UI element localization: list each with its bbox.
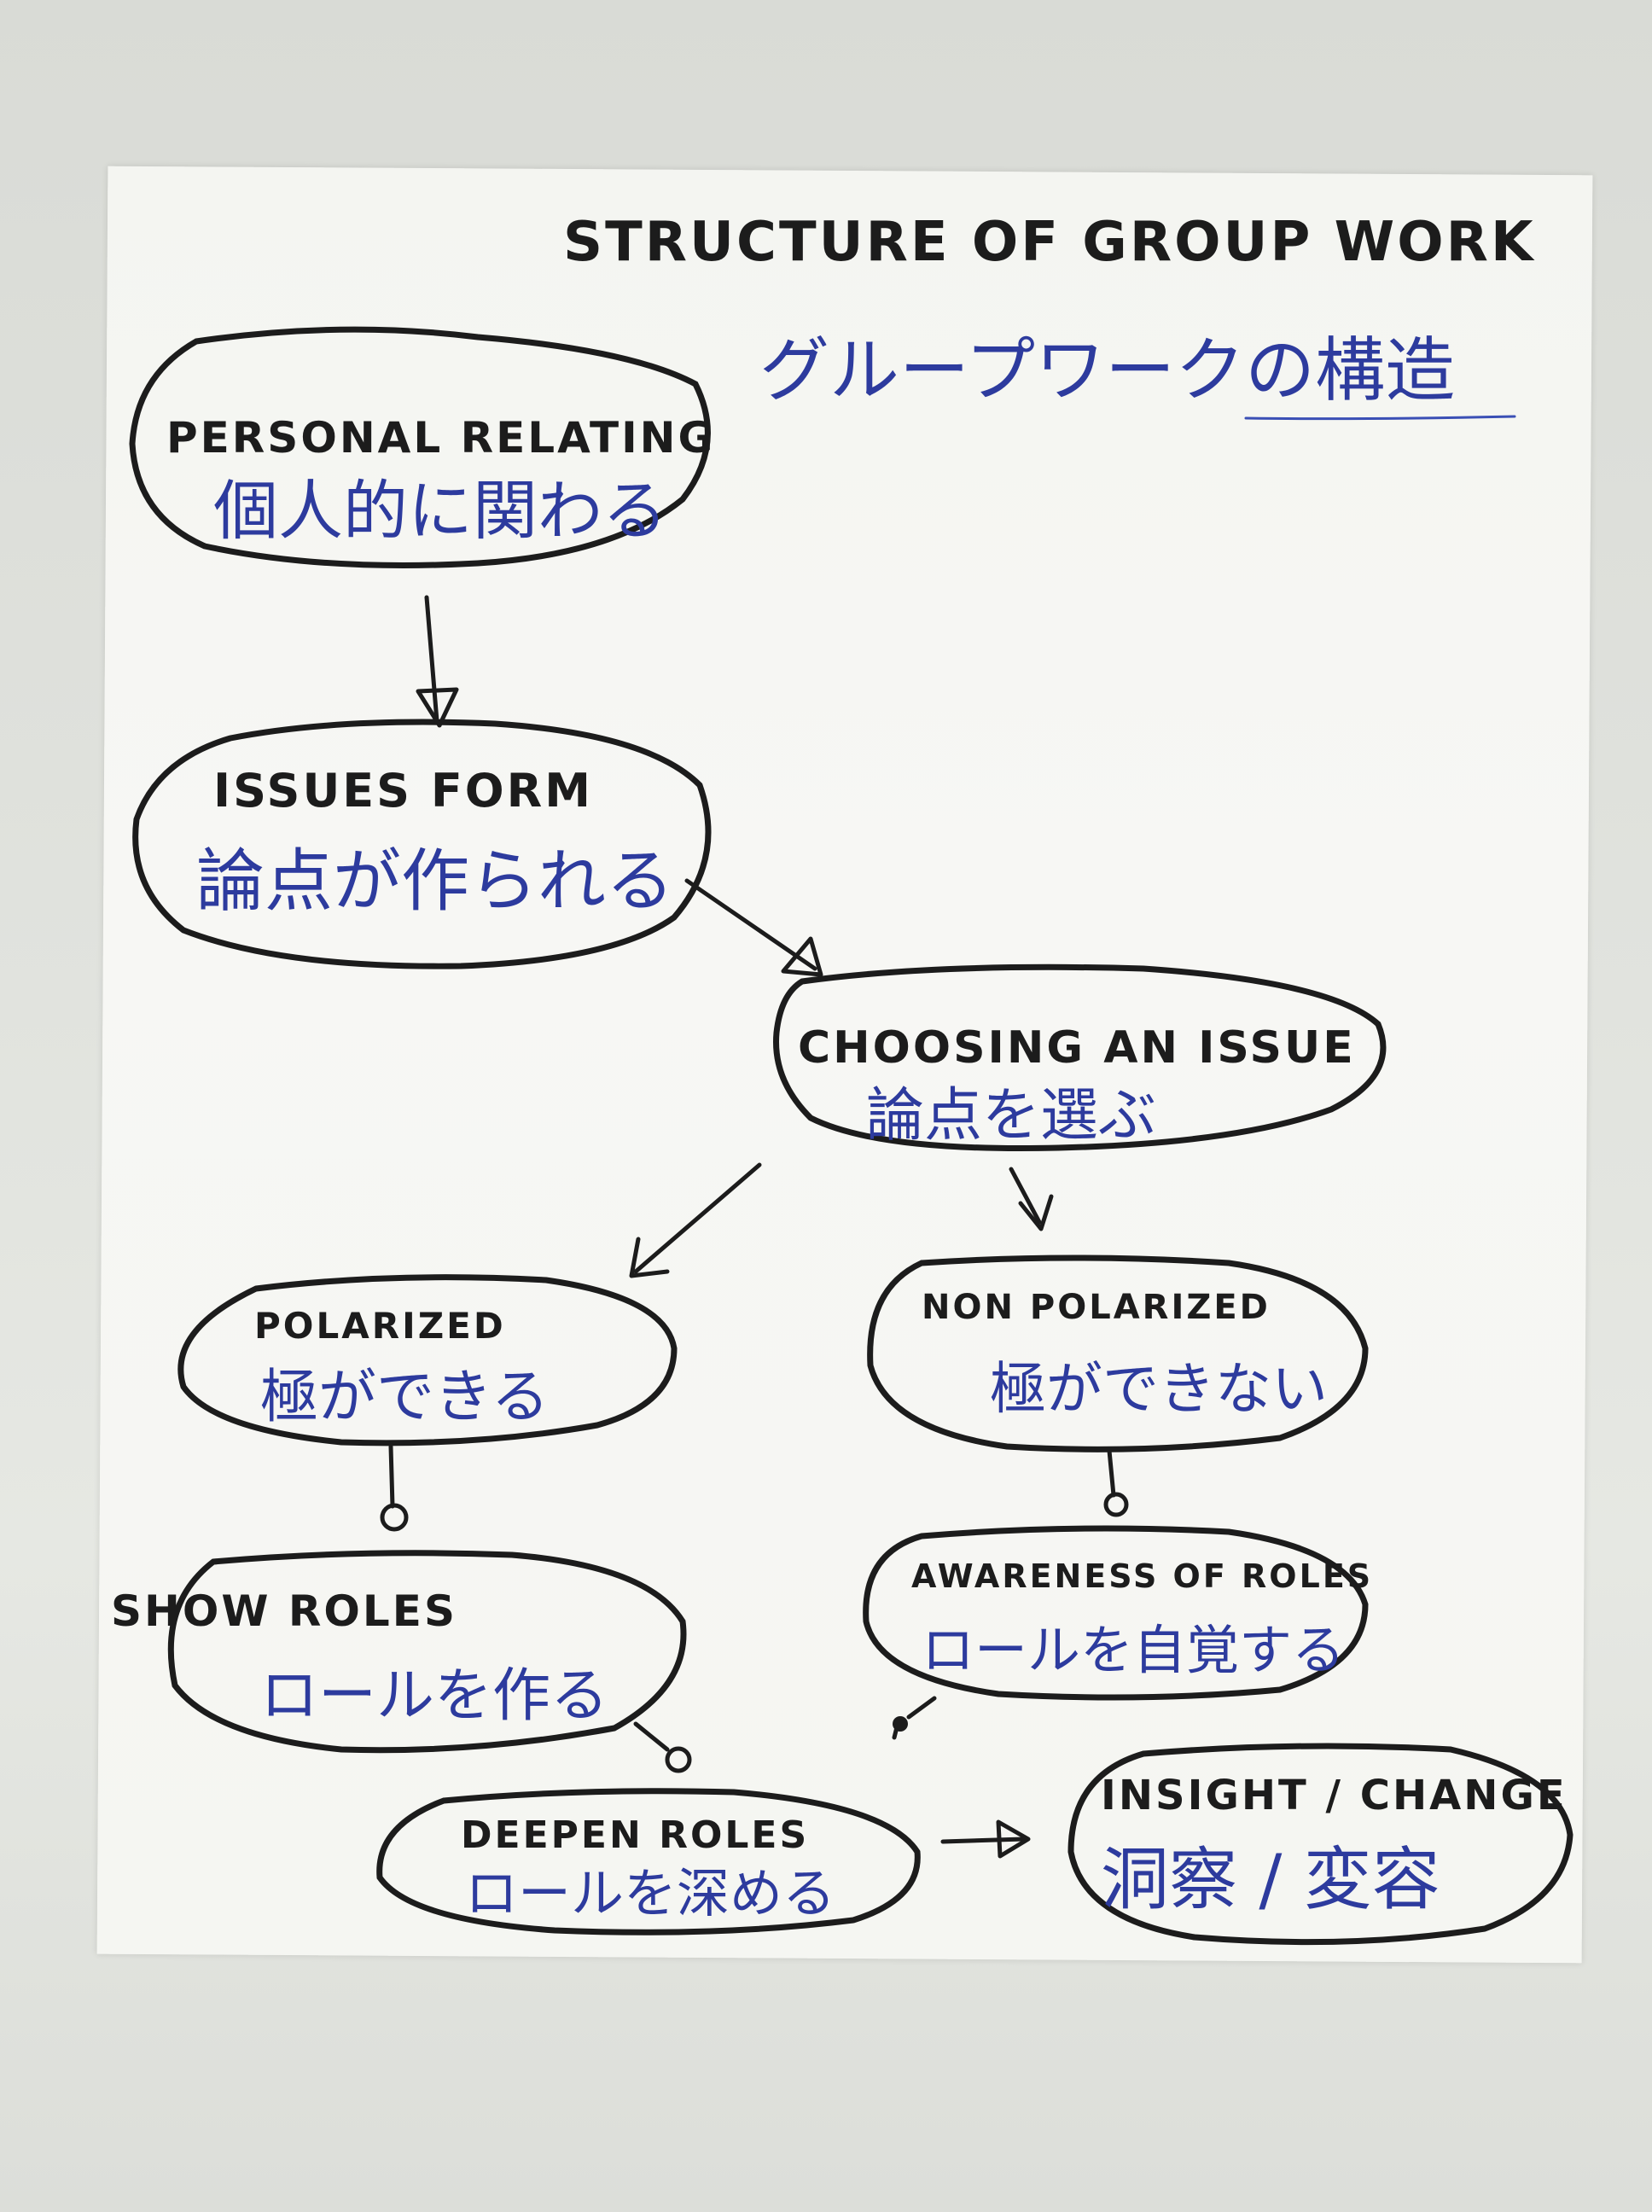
node-issues-form-label-ja: 論点が作られる [196,841,674,921]
node-choosing-an-issue-label-en: CHOOSING AN ISSUE [798,1022,1356,1074]
node-non-polarized-shape [867,1254,1369,1452]
edge-issues-form-to-choosing-an-issue [684,878,823,977]
node-personal-relating-shape [129,326,711,568]
node-choosing-an-issue-label-ja: 論点を選ぶ [866,1082,1156,1150]
node-deepen-roles-shape [376,1788,921,1936]
node-awareness-of-roles-label-en: AWARENESS OF ROLES [911,1557,1373,1595]
node-issues-form-label-en: ISSUES FORM [213,764,593,818]
node-insight-change-shape [1067,1743,1573,1946]
node-personal-relating-label-ja: 個人的に関わる [213,473,667,549]
node-non-polarized-label-en: NON POLARIZED [922,1288,1271,1327]
node-insight-change-label-en: INSIGHT / CHANGE [1101,1772,1568,1819]
node-show-roles-label-ja: ロールを作る [260,1662,608,1730]
title-ja-underline [1244,415,1516,421]
node-choosing-an-issue-shape [773,963,1387,1152]
node-polarized-shape [177,1274,678,1447]
edge-awareness-of-roles-to-deepen-roles [892,1696,937,1740]
node-deepen-roles-label-en: DEEPEN ROLES [461,1813,809,1857]
edge-choosing-an-issue-to-non-polarized [1009,1167,1054,1231]
edge-non-polarized-to-awareness-of-roles [1103,1448,1129,1517]
edge-deepen-roles-to-insight-change [940,1819,1031,1859]
node-deepen-roles-label-ja: ロールを深める [465,1862,835,1924]
node-insight-change-label-ja: 洞察 / 変容 [1101,1840,1440,1919]
node-non-polarized-label-ja: 極ができない [990,1356,1328,1422]
title-ja: グループワークの構造 [759,330,1455,411]
node-awareness-of-roles-shape [863,1525,1369,1701]
node-show-roles-shape [167,1550,687,1754]
node-polarized-label-ja: 極ができる [260,1364,550,1431]
node-personal-relating-label-en: PERSONAL RELATING [166,413,716,463]
edge-choosing-an-issue-to-polarized [629,1162,762,1278]
node-polarized-label-en: POLARIZED [254,1305,506,1347]
edge-show-roles-to-deepen-roles [633,1721,692,1773]
node-awareness-of-roles-label-ja: ロールを自覚する [922,1619,1345,1681]
node-show-roles-label-en: SHOW ROLES [111,1586,457,1636]
edge-personal-relating-to-issues-form [416,595,459,728]
edge-polarized-to-show-roles [380,1444,409,1532]
title-en: STRUCTURE OF GROUP WORK [563,211,1536,274]
node-issues-form-shape [132,719,712,969]
